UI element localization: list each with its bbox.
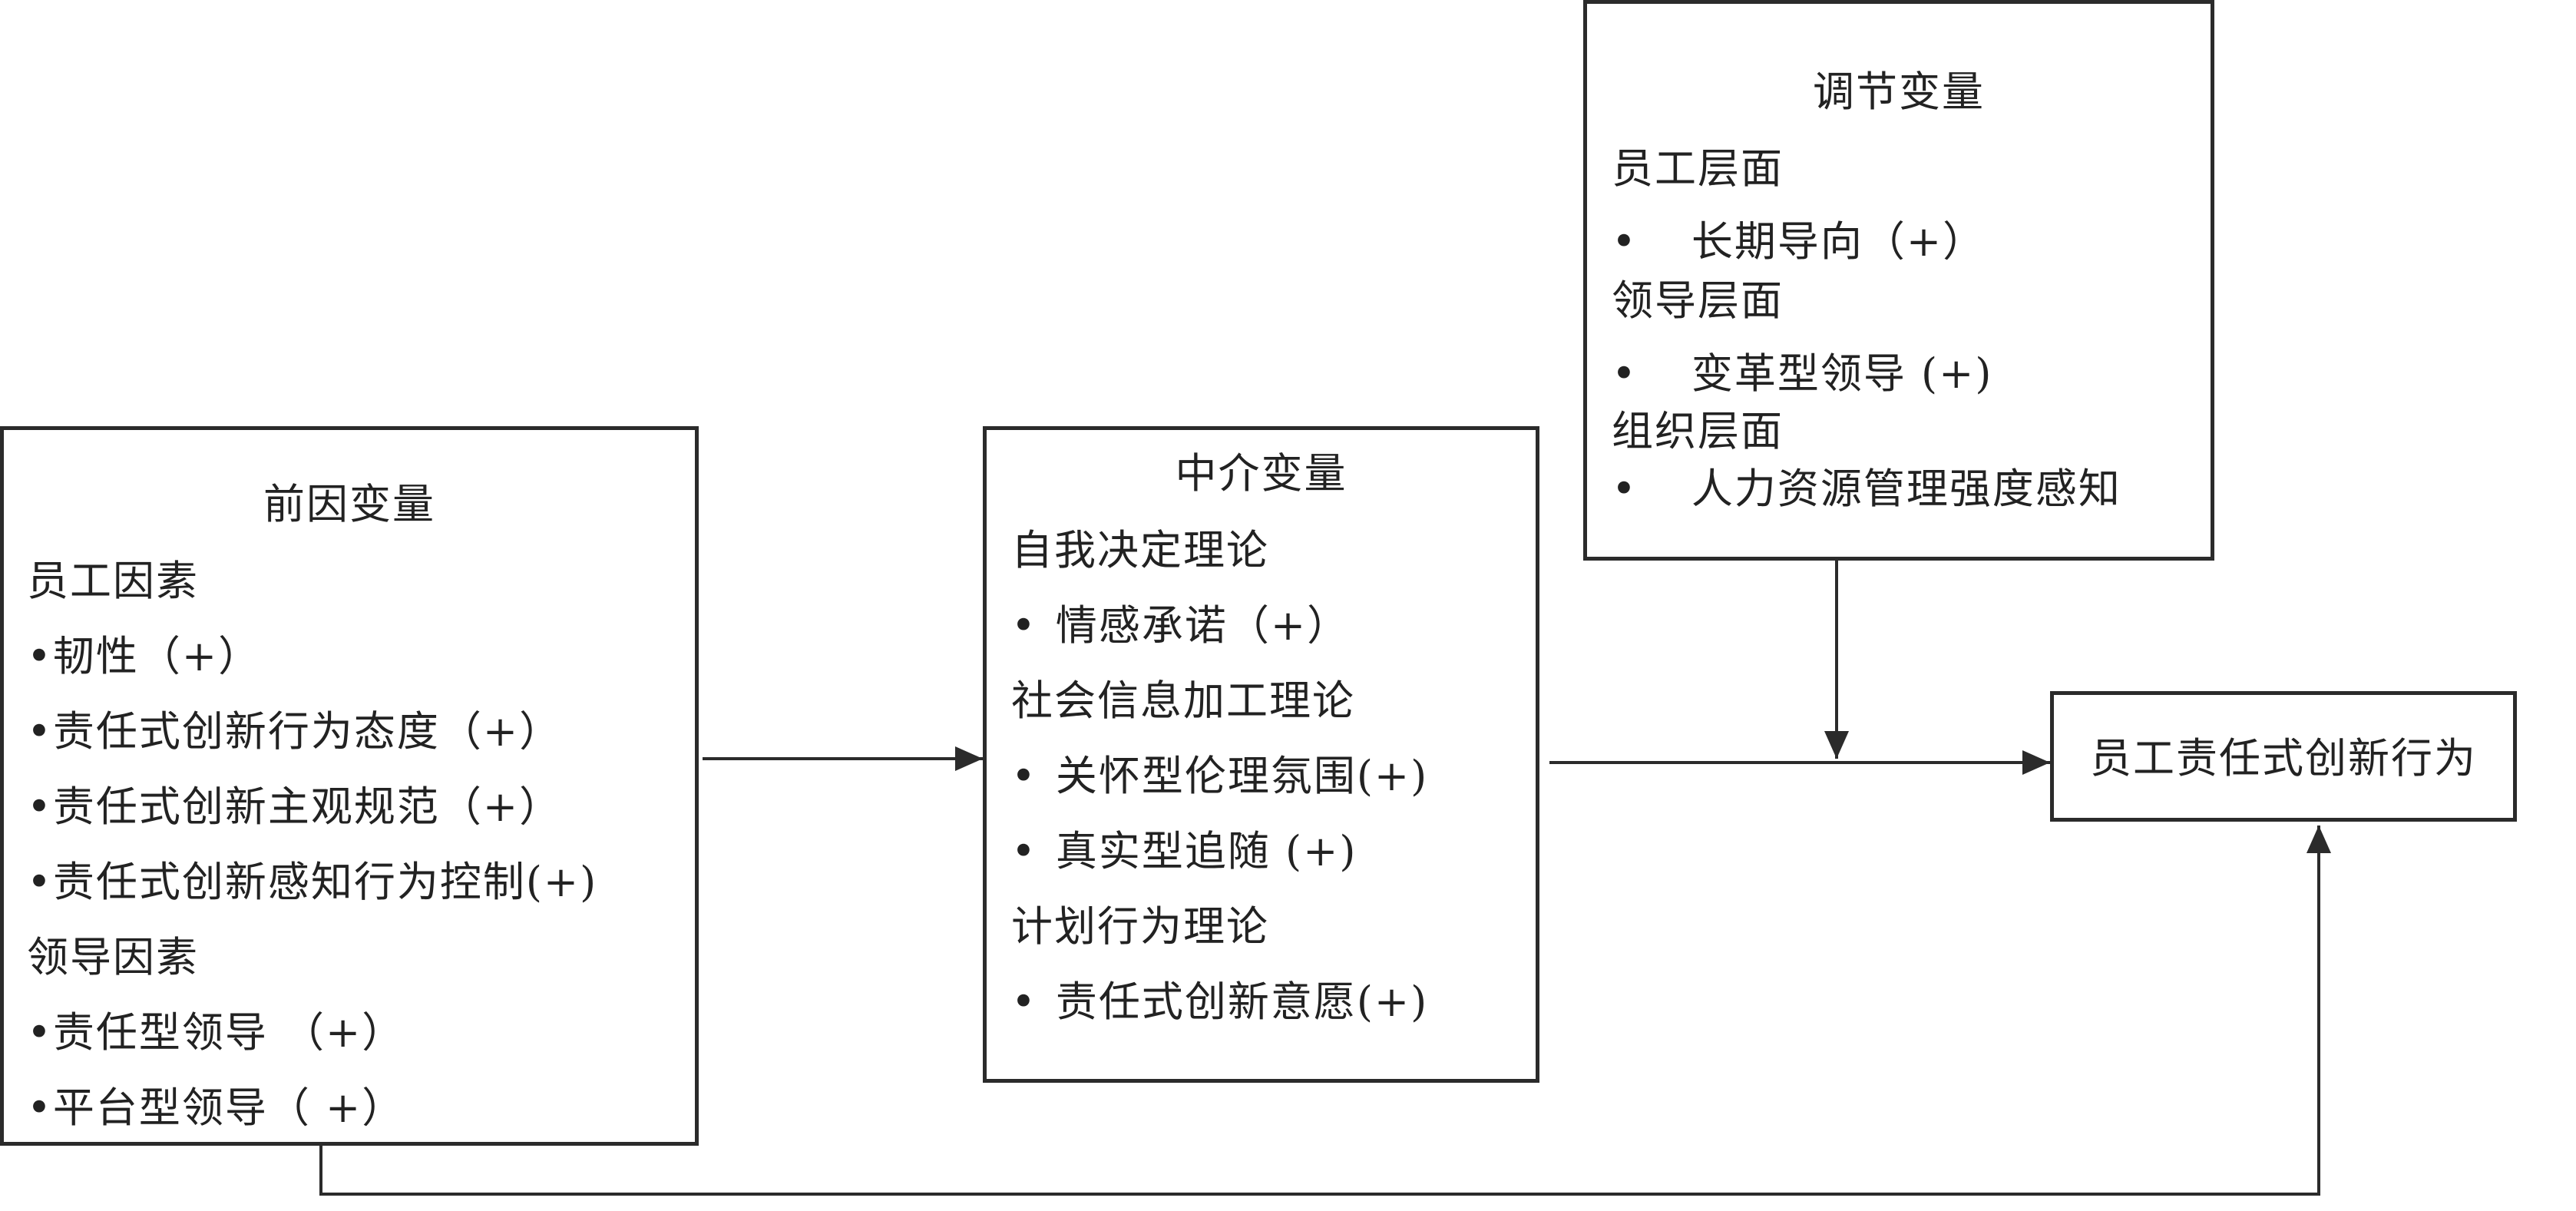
bullet: •	[27, 632, 53, 680]
mediator-item-label: 情感承诺（+）	[1055, 601, 1351, 650]
bullet: •	[27, 858, 53, 906]
antecedent-item: •韧性（+）	[27, 636, 261, 677]
antecedent-item: •责任式创新感知行为控制(+)	[27, 862, 597, 903]
bullet: •	[27, 1084, 53, 1132]
moderator-box: 调节变量 员工层面 •长期导向（+） 领导层面 •变革型领导 (+) 组织层面 …	[1583, 0, 2214, 561]
antecedent-item-label: 责任式创新感知行为控制(+)	[52, 858, 598, 906]
bullet: •	[1612, 217, 1638, 266]
moderator-group: 领导层面	[1612, 276, 1784, 325]
bullet: •	[1011, 752, 1037, 800]
mediator-item-label: 真实型追随 (+)	[1055, 827, 1357, 875]
moderator-title: 调节变量	[1813, 68, 1985, 116]
mediator-group: 计划行为理论	[1011, 902, 1269, 951]
outcome-title: 员工责任式创新行为	[2090, 734, 2477, 783]
moderator-item: • 人力资源管理强度感知	[1612, 468, 2121, 510]
mediator-group: 社会信息加工理论	[1011, 677, 1355, 725]
mediator-title: 中介变量	[1175, 449, 1348, 498]
antecedent-box: 前因变量 员工因素 •韧性（+） •责任式创新行为态度（+） •责任式创新主观规…	[0, 426, 699, 1146]
mediator-item: •情感承诺（+）	[1011, 605, 1350, 647]
moderator-item: •变革型领导 (+)	[1612, 353, 1992, 395]
mediator-item: •真实型追随 (+)	[1011, 831, 1357, 872]
bullet: •	[1011, 827, 1037, 875]
antecedent-item: •责任型领导 （+）	[27, 1012, 405, 1054]
mediator-group: 自我决定理论	[1011, 526, 1269, 574]
bullet: •	[1612, 349, 1638, 398]
moderator-group: 组织层面	[1612, 407, 1784, 455]
mediator-box: 中介变量 自我决定理论 •情感承诺（+） 社会信息加工理论 •关怀型伦理氛围(+…	[983, 426, 1539, 1083]
antecedent-item-label: 责任式创新主观规范（+）	[52, 783, 563, 831]
moderator-item-label: 长期导向（+）	[1691, 217, 1986, 266]
antecedent-item-label: 责任型领导 （+）	[52, 1008, 405, 1057]
moderator-item: •长期导向（+）	[1612, 221, 1986, 263]
antecedent-title: 前因变量	[263, 480, 435, 528]
mediator-item-label: 责任式创新意愿(+)	[1055, 978, 1429, 1026]
bullet: •	[1011, 978, 1037, 1026]
mediator-item: •关怀型伦理氛围(+)	[1011, 756, 1428, 797]
mediator-item-label: 关怀型伦理氛围(+)	[1055, 752, 1429, 800]
bullet: •	[1612, 465, 1638, 513]
antecedent-group-leader: 领导因素	[27, 933, 199, 981]
outcome-box: 员工责任式创新行为	[2050, 691, 2517, 822]
antecedent-item: •责任式创新行为态度（+）	[27, 711, 562, 753]
moderator-item-label: 人力资源管理强度感知	[1691, 465, 2121, 513]
antecedent-group-employee: 员工因素	[27, 557, 199, 605]
antecedent-item-label: 责任式创新行为态度（+）	[52, 707, 563, 756]
moderator-group: 员工层面	[1612, 144, 1784, 193]
arrow-antecedent-to-outcome	[319, 826, 2331, 1196]
mediator-item: • 责任式创新意愿(+)	[1011, 981, 1428, 1023]
antecedent-item: •平台型领导（ +）	[27, 1087, 405, 1129]
bullet: •	[1011, 601, 1037, 650]
bullet: •	[27, 783, 53, 831]
bullet: •	[27, 1008, 53, 1057]
moderator-item-label: 变革型领导 (+)	[1691, 349, 1993, 398]
antecedent-item: •责任式创新主观规范（+）	[27, 786, 562, 828]
antecedent-item-label: 平台型领导（ +）	[52, 1084, 405, 1132]
bullet: •	[27, 707, 53, 756]
antecedent-item-label: 韧性（+）	[52, 632, 262, 680]
